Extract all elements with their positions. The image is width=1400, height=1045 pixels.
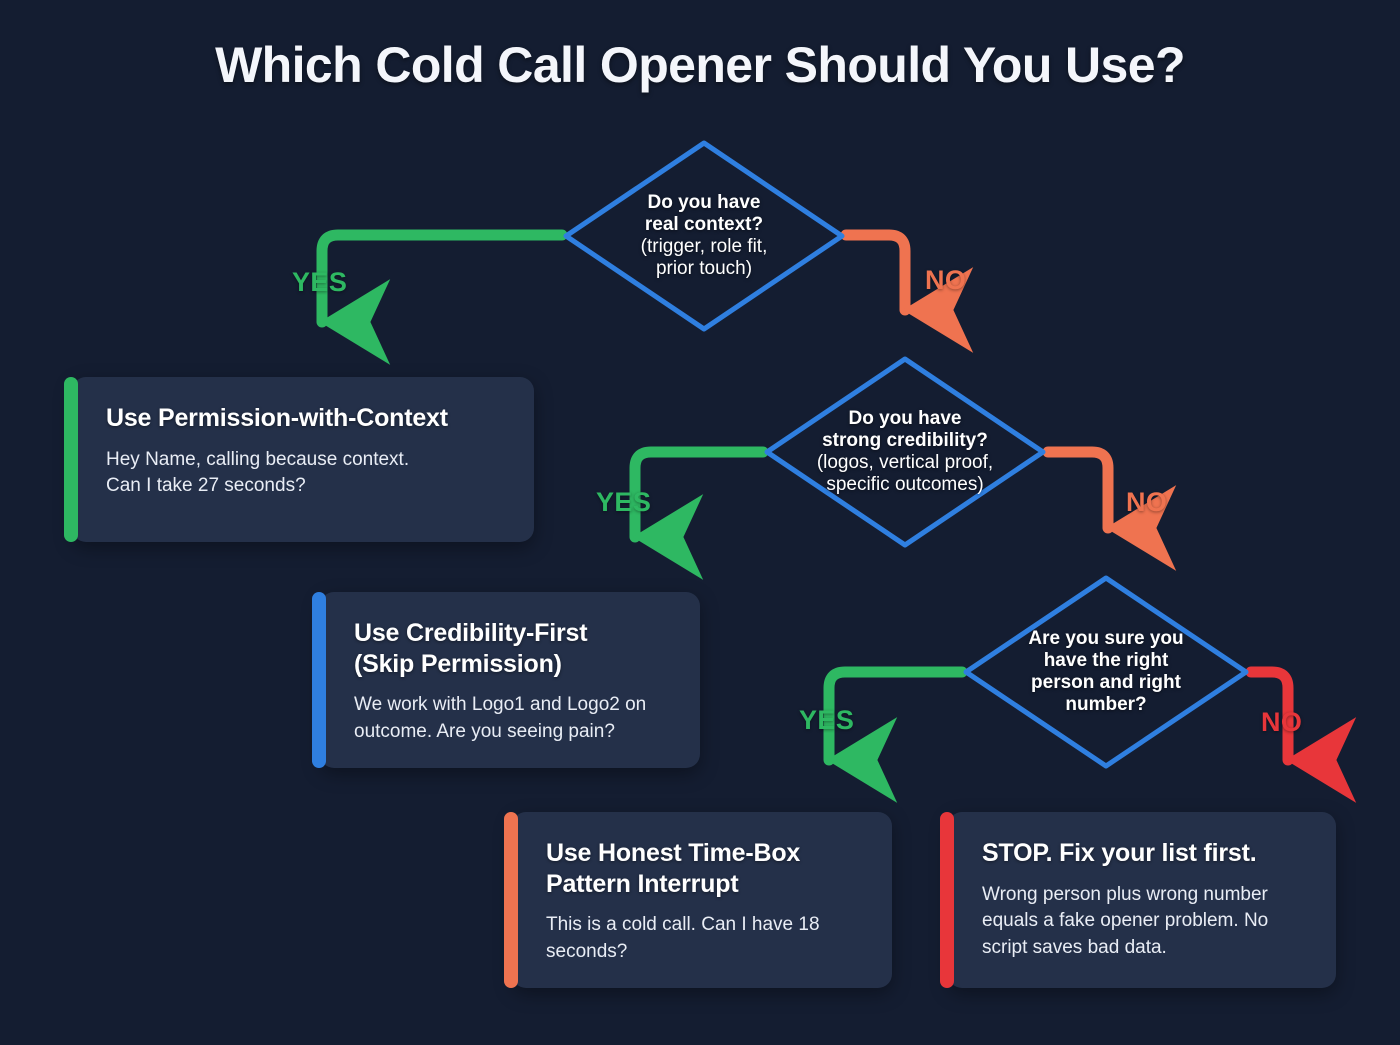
decision-label: Do you have real context? (trigger, role…	[631, 192, 778, 280]
decision-line-2: strong credibility?	[822, 429, 988, 451]
outcome-title: Use Credibility-First (Skip Permission)	[354, 618, 674, 679]
outcome-title: Use Permission-with-Context	[106, 404, 448, 432]
edge-q1-yes	[316, 229, 568, 365]
decision-line-3: (logos, vertical proof,	[816, 452, 994, 473]
edge-label-yes-1: YES	[292, 267, 348, 297]
outcome-body-line-1: This is a cold call. Can I have 18	[546, 914, 820, 935]
outcome-body: We work with Logo1 and Logo2 on outcome.…	[354, 692, 674, 745]
outcome-body: Hey Name, calling because context. Can I…	[106, 447, 508, 500]
decision-line-1: Do you have	[647, 191, 761, 213]
outcome-body: This is a cold call. Can I have 18 secon…	[546, 912, 866, 965]
decision-line-2: have the right	[1043, 649, 1169, 671]
decision-label: Do you have strong credibility? (logos, …	[807, 408, 1003, 496]
outcome-title: STOP. Fix your list first.	[982, 839, 1257, 867]
page-title: Which Cold Call Opener Should You Use?	[215, 37, 1185, 93]
outcome-body-line-2: outcome. Are you seeing pain?	[354, 720, 615, 742]
decision-line-1: Are you sure you	[1028, 627, 1184, 649]
accent-bar-green	[64, 377, 78, 542]
edge-label-yes-2: YES	[596, 487, 652, 517]
outcome-body-line-3: script saves bad data.	[982, 936, 1167, 958]
decision-node-strong-credibility[interactable]: Do you have strong credibility? (logos, …	[761, 353, 1049, 551]
diamond-shape	[764, 356, 1046, 548]
outcome-body-line-1: Wrong person plus wrong number	[982, 883, 1268, 905]
decision-line-4: specific outcomes)	[826, 474, 984, 496]
outcome-body-line-2: equals a fake opener problem. No	[982, 910, 1269, 932]
decision-line-4: number?	[1065, 694, 1147, 716]
edge-label-no-3: NO	[1261, 707, 1303, 737]
outcome-title-line-2: (Skip Permission)	[354, 649, 562, 678]
outcome-title-line-1: Use Credibility-First	[354, 619, 588, 647]
edge-q3-no	[1245, 666, 1357, 803]
outcome-body-line-1: Hey Name, calling because context.	[106, 448, 410, 470]
edge-label-yes-3: YES	[799, 705, 855, 735]
decision-line-1: Do you have	[848, 407, 962, 429]
edge-q1-no	[840, 229, 974, 353]
edge-label-no-2: NO	[1126, 487, 1168, 517]
edge-q2-yes	[629, 446, 769, 580]
outcome-body-line-1: We work with Logo1 and Logo2 on	[354, 694, 647, 715]
outcome-body-line-2: seconds?	[546, 940, 628, 962]
decision-line-3: person and right	[1031, 672, 1181, 693]
decision-line-3: (trigger, role fit,	[640, 236, 768, 257]
accent-bar-blue	[312, 592, 326, 768]
outcome-body-line-2: Can I take 27 seconds?	[106, 475, 306, 497]
decision-node-right-person-number[interactable]: Are you sure you have the right person a…	[960, 572, 1252, 772]
diamond-shape	[963, 575, 1249, 769]
decision-line-2: real context?	[644, 213, 764, 235]
edge-label-no-1: NO	[925, 265, 967, 295]
outcome-card-honest-time-box[interactable]: Use Honest Time-Box Pattern Interrupt Th…	[504, 812, 892, 988]
decision-line-4: prior touch)	[655, 258, 753, 280]
edge-q3-yes	[823, 666, 968, 803]
outcome-card-stop-fix-list[interactable]: STOP. Fix your list first. Wrong person …	[940, 812, 1336, 988]
decision-label: Are you sure you have the right person a…	[1018, 628, 1193, 716]
outcome-title-line-2: Pattern Interrupt	[546, 869, 739, 898]
decision-node-real-context[interactable]: Do you have real context? (trigger, role…	[560, 137, 848, 335]
outcome-title: Use Honest Time-Box Pattern Interrupt	[546, 838, 866, 899]
outcome-card-permission-with-context[interactable]: Use Permission-with-Context Hey Name, ca…	[64, 377, 534, 542]
diamond-shape	[563, 140, 845, 332]
outcome-title-line-1: Use Honest Time-Box	[546, 839, 801, 867]
accent-bar-orange	[504, 812, 518, 988]
outcome-body: Wrong person plus wrong number equals a …	[982, 882, 1310, 962]
edge-q2-no	[1042, 446, 1177, 571]
outcome-card-credibility-first[interactable]: Use Credibility-First (Skip Permission) …	[312, 592, 700, 768]
accent-bar-red	[940, 812, 954, 988]
